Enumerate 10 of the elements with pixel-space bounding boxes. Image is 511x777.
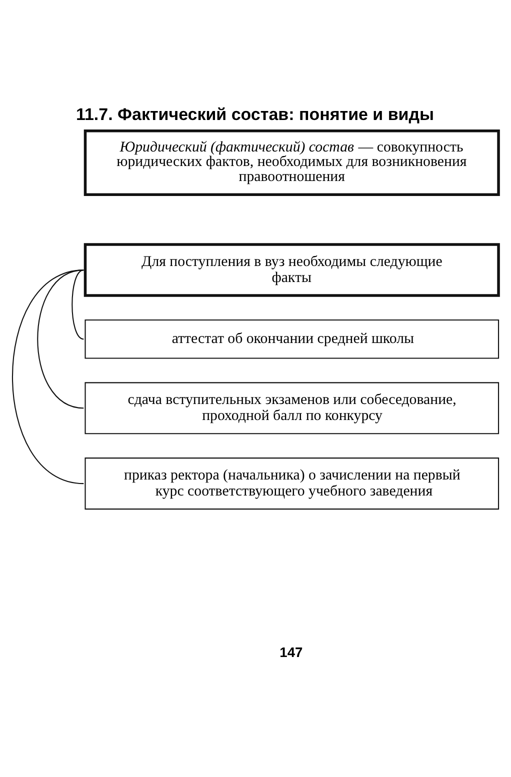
node-box: Для поступления в вуз необходимы следующие факты xyxy=(84,243,500,297)
node-box: приказ ректора (начальника) о зачислении на первый курс соответствующего учебного заведения xyxy=(84,458,500,510)
node-box: Юридический (фактический) состав — совокупность юридических фактов, необходимых для возникновения правоотношения xyxy=(84,130,500,196)
node-box: аттестат об окончании средней школы xyxy=(84,319,500,359)
connector xyxy=(37,270,84,409)
connector xyxy=(12,270,84,484)
node-box: сдача вступительных экзаменов или собеседование, проходной балл по конкурсу xyxy=(84,382,500,434)
diagram-title: 11.7. Фактический состав: понятие и виды xyxy=(76,105,434,124)
connector xyxy=(72,270,84,340)
label: 147 xyxy=(280,644,303,660)
